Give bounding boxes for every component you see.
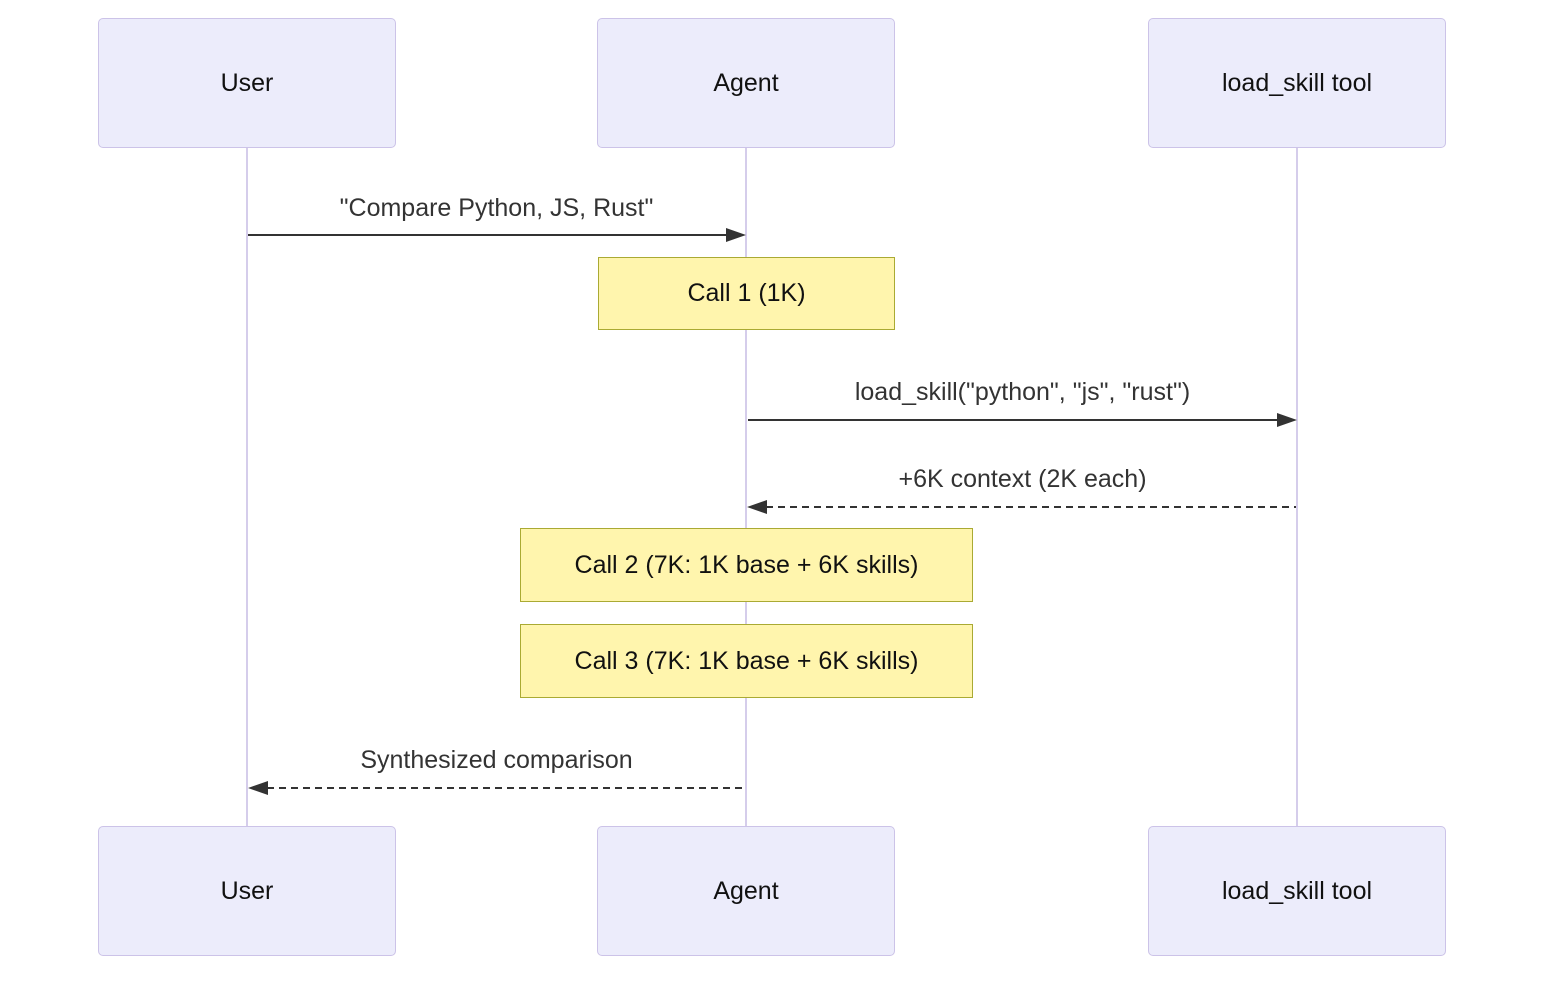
actor-bottom-load-skill-tool: load_skill tool	[1148, 826, 1446, 956]
arrowhead-icon	[726, 228, 746, 242]
lifeline-agent	[745, 148, 747, 826]
arrowhead-icon	[747, 500, 767, 514]
arrowhead-icon	[248, 781, 268, 795]
message-line-compare-request	[248, 234, 726, 236]
actor-top-agent: Agent	[597, 18, 895, 148]
actor-bottom-user: User	[98, 826, 396, 956]
message-line-synthesized-comparison	[267, 787, 745, 789]
message-label-synthesized-comparison: Synthesized comparison	[360, 746, 633, 774]
lifeline-user	[246, 148, 248, 826]
message-line-context-return	[766, 506, 1296, 508]
message-label-context-return: +6K context (2K each)	[898, 465, 1147, 493]
arrowhead-icon	[1277, 413, 1297, 427]
message-label-load-skill-call: load_skill("python", "js", "rust")	[854, 378, 1191, 406]
actor-bottom-agent: Agent	[597, 826, 895, 956]
message-label-compare-request: "Compare Python, JS, Rust"	[339, 194, 654, 222]
actor-top-user: User	[98, 18, 396, 148]
note-call-1: Call 1 (1K)	[598, 257, 895, 330]
note-call-2: Call 2 (7K: 1K base + 6K skills)	[520, 528, 973, 602]
message-line-load-skill-call	[748, 419, 1278, 421]
lifeline-load-skill-tool	[1296, 148, 1298, 826]
note-call-3: Call 3 (7K: 1K base + 6K skills)	[520, 624, 973, 698]
actor-top-load-skill-tool: load_skill tool	[1148, 18, 1446, 148]
